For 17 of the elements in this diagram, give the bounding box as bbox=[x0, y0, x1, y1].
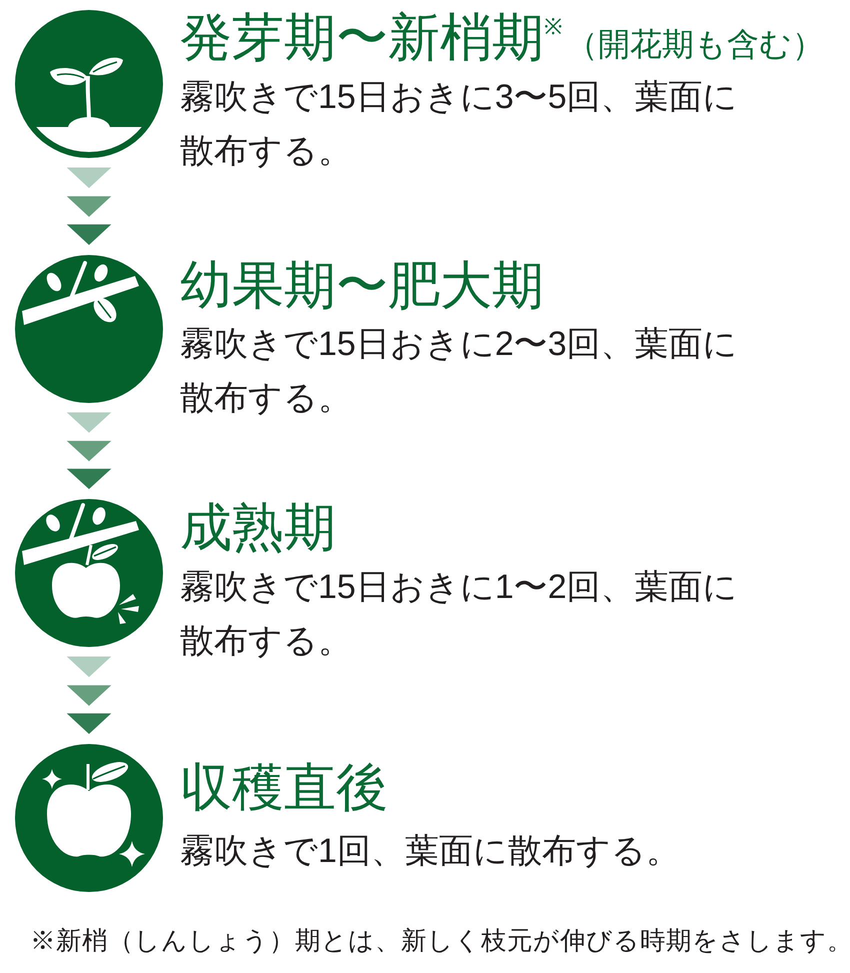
instruction-text: 霧吹きで1回、葉面に散布する。 bbox=[180, 831, 681, 872]
sprout-icon bbox=[15, 10, 163, 158]
stage-heading: 幼果期〜肥大期 bbox=[180, 257, 544, 315]
stage-heading: 成熟期 bbox=[180, 499, 336, 557]
instruction-text: 霧吹きで15日おきに3〜5回、葉面に散布する。 bbox=[180, 77, 739, 172]
apple-branch-icon bbox=[15, 499, 163, 647]
footnote-text: ※新梢（しんしょう）期とは、新しく枝元が伸びる時期をさします。 bbox=[30, 926, 850, 957]
stage-heading: 収穫直後 bbox=[180, 759, 388, 817]
instruction-text: 霧吹きで15日おきに2〜3回、葉面に散布する。 bbox=[180, 324, 739, 419]
branch-leaves-icon bbox=[15, 255, 163, 403]
chevron-arrow bbox=[66, 656, 112, 734]
chevron-arrow bbox=[66, 412, 112, 490]
apple-sparkle-icon bbox=[15, 744, 163, 892]
chevron-arrow bbox=[66, 168, 112, 245]
instruction-text: 霧吹きで15日おきに1〜2回、葉面に散布する。 bbox=[180, 567, 739, 662]
stage-heading: 発芽期〜新梢期$^{※}$ bbox=[180, 9, 562, 67]
heading-note: （開花期も含む） bbox=[566, 26, 824, 62]
